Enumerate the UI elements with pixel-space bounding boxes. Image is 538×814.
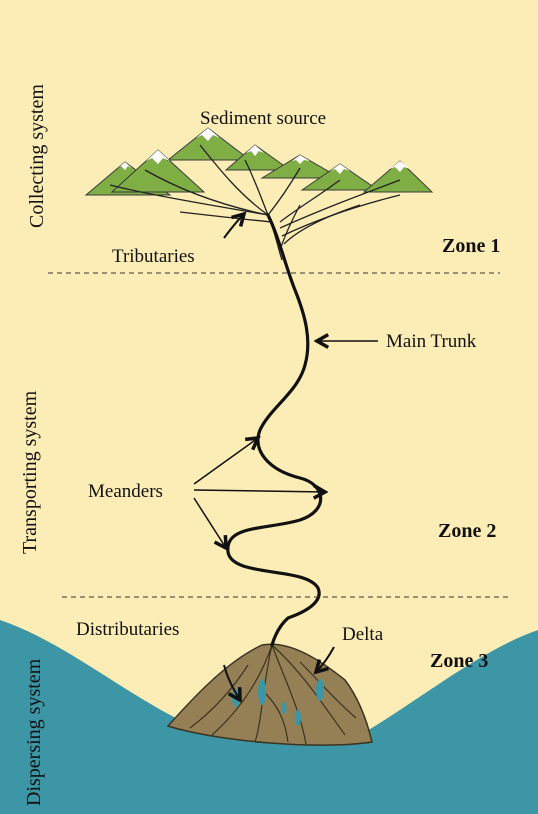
- main-river: [226, 213, 323, 647]
- meanders-arrow-middle: [193, 490, 325, 492]
- label-zone-2: Zone 2: [438, 520, 496, 542]
- label-dispersing-system: Dispersing system: [23, 658, 45, 806]
- delta-arrow: [316, 646, 335, 672]
- meanders-arrow-upper: [193, 438, 258, 485]
- distributaries-arrow: [223, 664, 240, 700]
- label-distributaries: Distributaries: [76, 619, 179, 640]
- mountain-range: [84, 127, 434, 196]
- tributaries-network: [109, 144, 401, 261]
- label-zone-3: Zone 3: [430, 650, 488, 672]
- meanders-arrow-lower: [193, 497, 226, 548]
- label-meanders: Meanders: [88, 481, 163, 502]
- label-sediment-source: Sediment source: [200, 108, 326, 129]
- label-zone-1: Zone 1: [442, 235, 500, 257]
- label-main-trunk: Main Trunk: [386, 331, 477, 352]
- label-transporting-system: Transporting system: [19, 390, 41, 554]
- tributaries-arrow: [223, 214, 244, 239]
- water-body: [0, 620, 538, 814]
- label-collecting-system: Collecting system: [26, 84, 48, 228]
- label-delta: Delta: [342, 624, 384, 645]
- label-tributaries: Tributaries: [112, 246, 195, 267]
